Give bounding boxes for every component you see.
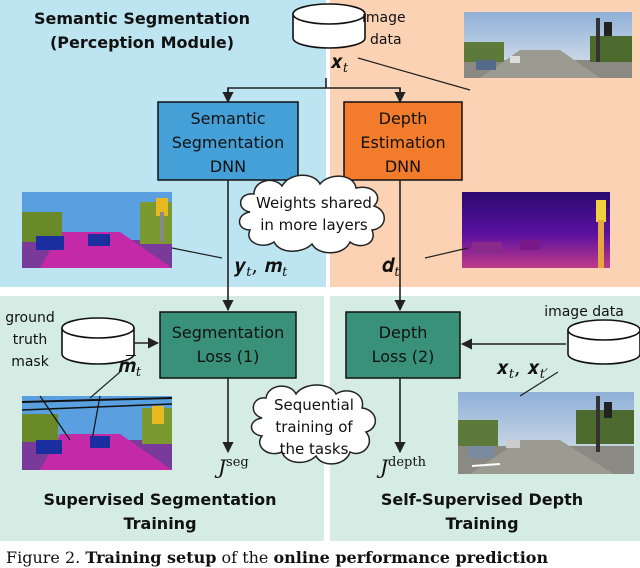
- seg-image-pointer: [171, 247, 223, 259]
- photo-pointer-bottom: [519, 371, 559, 397]
- cloud-seq-line-1: Sequential: [274, 396, 354, 414]
- self-sup-title: Self-Supervised Depth: [381, 490, 583, 509]
- seg-panel-subtitle: (Perception Module): [50, 33, 234, 52]
- ground-truth-database-icon: [61, 317, 135, 365]
- segmentation-output-image: [22, 192, 172, 268]
- street-photo-top: [464, 12, 632, 78]
- depth-loss-line-1: Depth: [379, 323, 428, 342]
- j-seg-label: Jseg: [214, 455, 249, 479]
- street-photo-bottom: [458, 392, 634, 474]
- cloud-shared-line-2: in more layers: [260, 216, 368, 234]
- gt-label-3: mask: [11, 354, 50, 370]
- photo-pointer-top: [357, 57, 471, 91]
- x-t-label: 𝒙t: [330, 49, 349, 76]
- image-data-database-icon: [292, 3, 366, 49]
- depth-dnn-line-2: Estimation: [360, 133, 445, 152]
- caption-prefix: Figure 2.: [6, 548, 81, 567]
- cloud-shared-line-1: Weights shared: [256, 194, 372, 212]
- depth-dnn-line-1: Depth: [379, 109, 428, 128]
- sup-seg-title: Supervised Segmentation: [43, 490, 276, 509]
- seg-loss-line-1: Segmentation: [172, 323, 284, 342]
- caption-bold-1: Training setup: [85, 548, 217, 567]
- gt-image-pointer: [89, 371, 121, 399]
- segmentation-dnn-box: [157, 101, 299, 181]
- ground-truth-mask-image: [21, 395, 173, 470]
- sequential-training-cloud: [250, 384, 376, 465]
- cloud-seq-line-2: training of: [275, 418, 353, 436]
- depth-dnn-line-3: DNN: [385, 157, 421, 176]
- seg-dnn-line-2: Segmentation: [172, 133, 284, 152]
- x-pair-label: 𝒙t, 𝒙t′: [496, 355, 548, 382]
- d-t-label: 𝒅t: [382, 253, 400, 280]
- j-depth-label: Jdepth: [376, 455, 427, 479]
- segmentation-loss-box: [159, 311, 297, 379]
- y-m-label: 𝒚t, 𝒎t: [234, 253, 288, 280]
- seg-dnn-line-3: DNN: [210, 157, 246, 176]
- weights-shared-cloud: [238, 174, 385, 254]
- figure-caption: Figure 2. Training setup of the online p…: [6, 548, 548, 567]
- caption-bold-2: online performance prediction: [273, 548, 549, 567]
- gt-label-1: ground: [5, 310, 55, 326]
- seg-loss-line-2: Loss (1): [197, 347, 260, 366]
- gt-label-2: truth: [13, 332, 47, 348]
- image-data-label-1: image: [362, 10, 406, 26]
- m-bar-label: 𝒎̅t: [118, 353, 142, 380]
- depth-output-image: [462, 192, 610, 268]
- depth-loss-box: [345, 311, 461, 379]
- sup-seg-subtitle: Training: [123, 514, 196, 533]
- caption-mid: of the: [221, 548, 269, 567]
- training-setup-diagram: Semantic Segmentation (Perception Module…: [0, 0, 640, 541]
- depth-dnn-box: [343, 101, 463, 181]
- self-sup-subtitle: Training: [445, 514, 518, 533]
- image-data-right-label: image data: [544, 304, 624, 320]
- image-data-right-database-icon: [567, 319, 640, 365]
- image-data-label-2: data: [370, 32, 402, 48]
- depth-image-pointer: [424, 247, 469, 259]
- seg-dnn-line-1: Semantic: [190, 109, 265, 128]
- depth-loss-line-2: Loss (2): [372, 347, 435, 366]
- cloud-seq-line-3: the tasks: [280, 440, 349, 458]
- seg-panel-title: Semantic Segmentation: [34, 9, 250, 28]
